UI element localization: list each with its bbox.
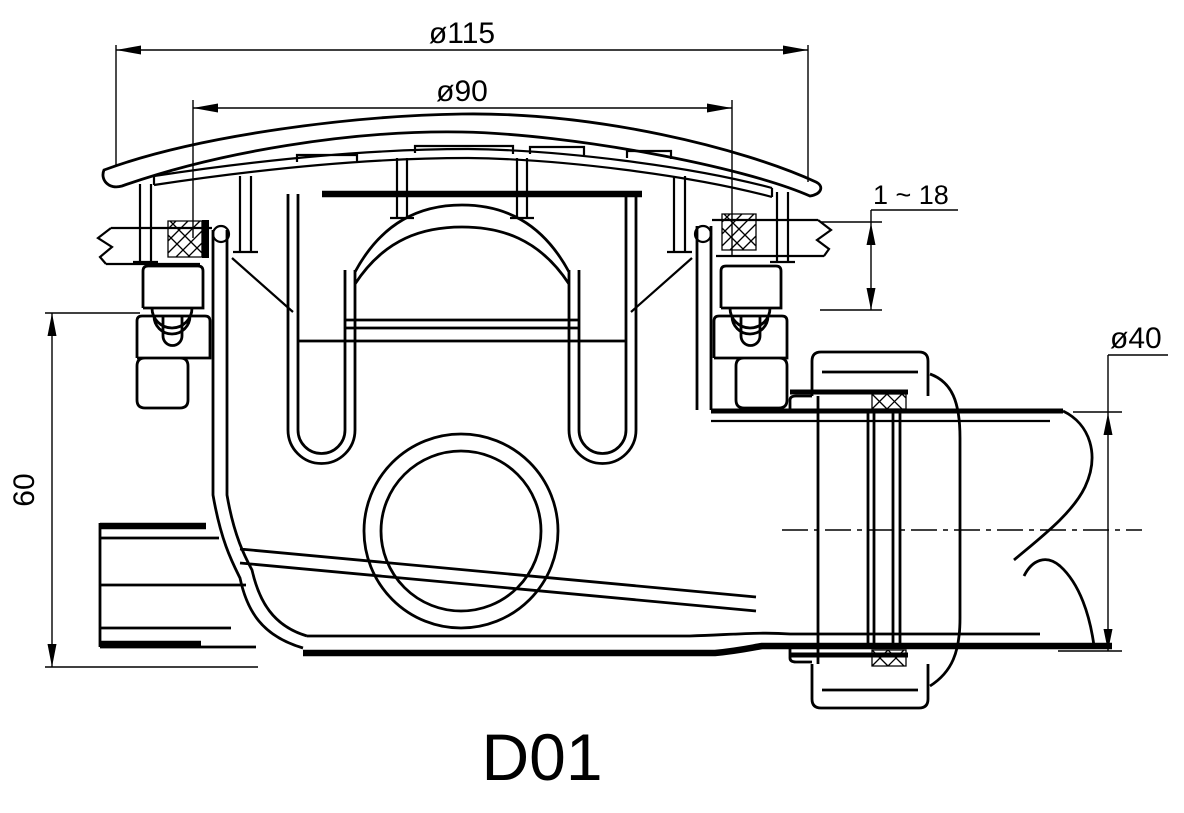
dimension-label-grate-diameter: ø90 [436, 75, 488, 108]
dimension-lines [115, 45, 809, 182]
dimension-outlet-diameter: ø40 [1058, 322, 1168, 652]
grate-plate [152, 144, 774, 199]
dimension-lines [1058, 354, 1168, 652]
nut-heavy-edges [790, 389, 908, 658]
dimension-label-top-diameter: ø115 [429, 17, 495, 50]
dimension-label-tray-thickness: 1 ~ 18 [873, 180, 949, 210]
cap-legs [133, 158, 795, 264]
flange-cone-right [630, 257, 693, 313]
dimension-grate-diameter: ø90 [192, 75, 733, 256]
tray-section-right [712, 213, 833, 258]
model-label: D01 [481, 720, 602, 794]
outlet-bore-outer-circle [362, 432, 560, 630]
trap-body [98, 226, 1112, 657]
clamp-stack-left [135, 224, 294, 410]
clamp-stack-right [630, 224, 789, 410]
cap-dome-cover [101, 112, 823, 198]
clamp-right-outline [712, 264, 789, 410]
bell-siphon-insert [286, 194, 638, 465]
dimension-lines [45, 312, 258, 668]
dimension-lines [820, 209, 958, 311]
body-bottom-heavy [100, 522, 1112, 657]
dimension-arrowheads [866, 223, 876, 310]
tray-section-left [96, 220, 212, 266]
dimension-top-diameter: ø115 [115, 17, 809, 182]
tray-left-lines [96, 226, 212, 266]
cap-outline [101, 112, 823, 198]
tray-left-seal-strip [202, 220, 209, 258]
body-walls [98, 226, 1040, 650]
tray-left-gasket-hatch [167, 220, 203, 258]
dimension-tray-thickness: 1 ~ 18 [820, 180, 958, 311]
cap-leg-lines [133, 158, 795, 264]
grate-plate-outline [152, 144, 774, 199]
pipe-break-curves [1013, 409, 1096, 647]
dimension-label-body-height: 60 [8, 473, 41, 506]
outlet-nut [788, 350, 962, 710]
clamp-left-outline [135, 264, 212, 410]
dimension-label-outlet-diameter: ø40 [1110, 322, 1162, 355]
outlet-bore-inner-circle [379, 449, 543, 613]
tray-right-gasket-hatch [721, 213, 757, 251]
outlet-pipe [711, 408, 1142, 647]
bell-outline [286, 194, 638, 465]
dimension-lines [192, 100, 733, 256]
flange-cone-left [231, 257, 294, 313]
dimension-body-height: 60 [8, 312, 258, 668]
